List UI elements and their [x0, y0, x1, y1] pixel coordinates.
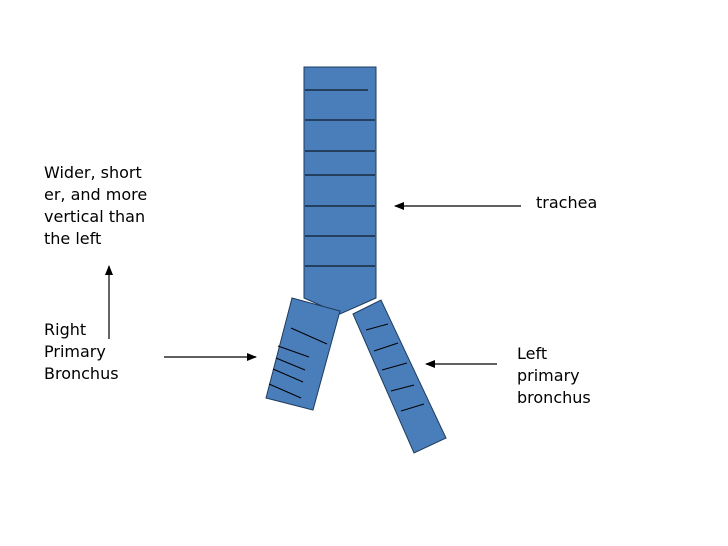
right-primary-bronchus-label: Right Primary Bronchus [44, 319, 119, 385]
left-bronchus-rings [365, 323, 425, 412]
left-bronchus-ring [373, 342, 399, 352]
wider-note-line-1: Wider, short [44, 163, 142, 182]
trachea-label: trachea [536, 192, 597, 214]
left-bronchus-label-line-2: primary [517, 366, 580, 385]
right-bronchus-body [265, 297, 341, 411]
wider-note-line-4: the left [44, 229, 102, 248]
left-bronchus-ring [381, 362, 408, 371]
right-bronchus-ring [268, 383, 302, 399]
right-bronchus-rings [268, 327, 328, 399]
right-bronchus-ring [290, 327, 328, 345]
trachea-rings [305, 89, 375, 267]
left-bronchus-ring [390, 384, 415, 392]
wider-note-line-3: vertical than [44, 207, 146, 226]
right-bronchus-label-line-2: Primary [44, 342, 106, 361]
right-bronchus-ring [277, 345, 310, 358]
left-primary-bronchus-label: Left primary bronchus [517, 343, 591, 409]
left-bronchus-ring [400, 403, 425, 412]
wider-shorter-note: Wider, short er, and more vertical than … [44, 162, 147, 250]
trachea-shape [303, 66, 377, 315]
right-bronchus-ring [275, 357, 306, 371]
right-bronchus-ring [272, 368, 304, 383]
trachea-label-text: trachea [536, 193, 598, 212]
left-primary-bronchus-shape [352, 299, 447, 454]
right-bronchus-label-line-3: Bronchus [44, 364, 119, 383]
left-bronchus-ring [365, 323, 389, 331]
left-bronchus-label-line-3: bronchus [517, 388, 591, 407]
left-bronchus-label-line-1: Left [517, 344, 548, 363]
right-bronchus-label-line-1: Right [44, 320, 87, 339]
wider-note-line-2: er, and more [44, 185, 148, 204]
trachea-body [303, 66, 377, 315]
right-primary-bronchus-shape [265, 297, 341, 411]
left-bronchus-body [352, 299, 447, 454]
